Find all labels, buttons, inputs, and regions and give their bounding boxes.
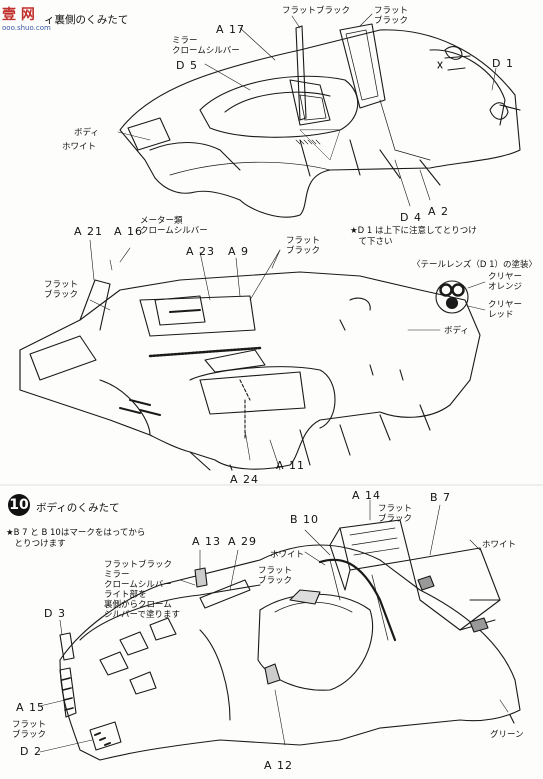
- part-a23: A 23: [186, 245, 216, 258]
- part-b7: B 7: [430, 491, 452, 504]
- label-mirror-chrome: ミラー クロームシルバー: [172, 36, 240, 56]
- note-b7-b10: ★B 7 と B 10はマークをはってから とりつけます: [6, 528, 146, 549]
- label-flat-black-1: フラットブラック: [282, 6, 351, 16]
- label-flat-black-6: フラット ブラック: [258, 566, 293, 586]
- label-clear-orange: クリヤー オレンジ: [488, 272, 523, 292]
- label-tail-lens: 〈テールレンズ（D 1）の塗装〉: [412, 260, 537, 270]
- part-d3: D 3: [44, 607, 66, 620]
- part-a16: A 16: [114, 225, 144, 238]
- label-flat-black-2: フラット ブラック: [374, 6, 409, 26]
- part-a17: A 17: [216, 23, 246, 36]
- part-a21: A 21: [74, 225, 104, 238]
- label-white: ホワイト: [62, 142, 97, 152]
- section-title-assembly: ボディのくみたて: [36, 502, 120, 514]
- label-clear-red: クリヤー レッド: [488, 300, 523, 320]
- label-flat-black-5: フラット ブラック: [378, 504, 413, 524]
- part-b10: B 10: [290, 513, 320, 526]
- part-a9: A 9: [228, 245, 250, 258]
- step-number: 10: [8, 494, 30, 516]
- part-d1: D 1: [492, 57, 514, 70]
- part-a11: A 11: [276, 459, 306, 472]
- label-white-3: ホワイト: [270, 550, 305, 560]
- part-d4: D 4: [400, 211, 422, 224]
- part-a29: A 29: [228, 535, 258, 548]
- part-d2: D 2: [20, 745, 42, 758]
- label-flat-black-3: フラット ブラック: [286, 236, 321, 256]
- part-d5: D 5: [176, 59, 198, 72]
- label-green: グリーン: [490, 730, 524, 740]
- leader-lines-b: [89, 239, 441, 471]
- note-d1: ★D 1 は上下に注意してとりつけ て下さい: [350, 226, 477, 247]
- part-a12: A 12: [264, 759, 294, 772]
- label-white-2: ホワイト: [482, 540, 517, 550]
- body-interior-drawing: [19, 271, 481, 471]
- label-flat-black-7: フラット ブラック: [12, 720, 47, 740]
- part-a13: A 13: [192, 535, 222, 548]
- part-a15: A 15: [16, 701, 46, 714]
- label-meter-chrome: メーター類 クロームシルバー: [140, 216, 208, 236]
- body-exterior-drawing: [59, 519, 521, 761]
- tail-lens-diagram: [435, 280, 486, 314]
- label-paint-instructions: フラットブラック ミラー クロームシルバー ライト部を 裏側からクローム シルバ…: [104, 560, 180, 620]
- label-body: ボディ: [74, 128, 99, 138]
- leader-lines-c: [39, 499, 509, 753]
- body-underside-drawing: [119, 23, 521, 218]
- section-title-underside: ィ裏側のくみたて: [44, 14, 129, 26]
- part-a14: A 14: [352, 489, 382, 502]
- part-a2: A 2: [428, 205, 450, 218]
- part-a24: A 24: [230, 473, 260, 486]
- label-flat-black-4: フラット ブラック: [44, 280, 79, 300]
- label-body-2: ボディ: [444, 326, 469, 336]
- leader-lines-a: [117, 13, 497, 207]
